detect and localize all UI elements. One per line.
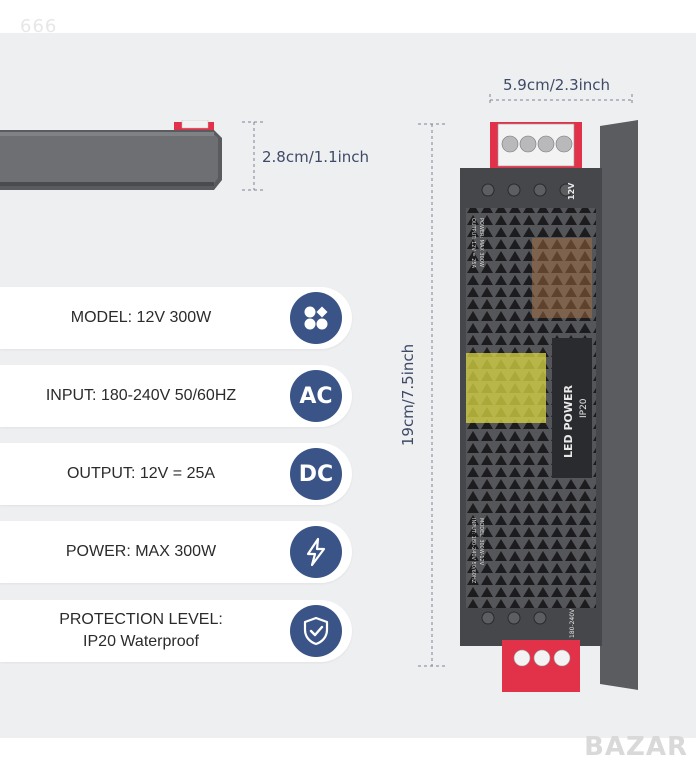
shield-check-icon <box>290 605 342 657</box>
spec-row-input: INPUT: 180-240V 50/60HZ AC <box>0 365 352 427</box>
spec-row-model: MODEL: 12V 300W <box>0 287 352 349</box>
device-power-label: POWER: MAX 300W <box>478 218 484 267</box>
spec-row-protection: PROTECTION LEVEL: IP20 Waterproof <box>0 600 352 662</box>
grid-icon <box>290 292 342 344</box>
spec-label-protection-line1: PROTECTION LEVEL: <box>59 611 223 628</box>
spec-label-output: OUTPUT: 12V = 25A <box>66 465 216 482</box>
width-dimension-label: 5.9cm/2.3inch <box>503 76 611 94</box>
device-rating-text: IP20 <box>579 398 589 418</box>
spec-label-input: INPUT: 180-240V 50/60HZ <box>45 387 237 404</box>
spec-row-power: POWER: MAX 300W <box>0 521 352 583</box>
device-input-label: INPUT: 180-240V 50/60HZ <box>470 518 476 584</box>
depth-dimension-label: 2.8cm/1.1inch <box>262 148 370 166</box>
lightning-icon <box>290 526 342 578</box>
device-output-label: OUTPUT: 12V = 25A <box>470 218 476 269</box>
device-voltage-top: 12V <box>567 182 576 200</box>
side-profile-image <box>0 120 222 190</box>
watermark: BAZAR <box>584 732 688 762</box>
spec-label-model: MODEL: 12V 300W <box>70 309 212 326</box>
ac-badge: AC <box>290 370 342 422</box>
device-model-label: MODEL: 300W-12V <box>478 518 484 566</box>
spec-row-output: OUTPUT: 12V = 25A DC <box>0 443 352 505</box>
spec-label-protection: PROTECTION LEVEL: IP20 Waterproof <box>0 600 282 662</box>
corner-mark: 666 <box>20 16 58 37</box>
spec-label-power: POWER: MAX 300W <box>65 543 217 560</box>
power-supply-image: LED POWER IP20 12V OUTPUT: 12V = 25A POW… <box>460 120 638 692</box>
dc-badge: DC <box>290 448 342 500</box>
spec-label-protection-line2: IP20 Waterproof <box>83 633 199 650</box>
height-dimension-label: 19cm/7.5inch <box>399 343 417 447</box>
device-brand-text: LED POWER <box>562 384 575 458</box>
device-voltage-bottom: 180-240V <box>569 608 576 638</box>
